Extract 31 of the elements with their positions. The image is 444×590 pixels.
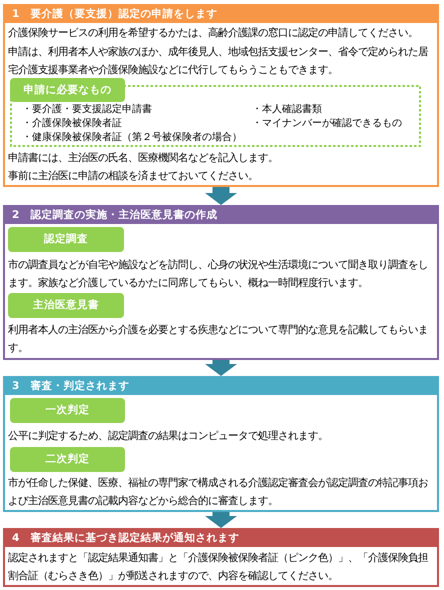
body-text: 市の調査員などが自宅や施設などを訪問し、心身の状況や生活環境について聞き取り調査をします。家族など介護しているかたに同席してもらい、概ね一時間程度行います。 bbox=[8, 258, 429, 291]
body-text: 利用者本人の主治医から介護を必要とする疾患などについて専門的な意見を記載してもらいます。 bbox=[8, 323, 429, 356]
body-text: 申請は、利用者本人や家族のほか、成年後見人、地域包括支援センター、省令で定められた居宅介護支援事業者や介護保険施設などに代行してもらうこともできます。 bbox=[8, 45, 429, 78]
body-text: 介護保険サービスの利用を希望するかたは、高齢介護課の窓口に認定の申請してください。 bbox=[8, 26, 419, 41]
step-panel bbox=[3, 376, 439, 512]
flow-arrow bbox=[205, 512, 237, 528]
list-item: ・本人確認書類 bbox=[252, 103, 322, 117]
list-item: ・マイナンバーが確認できるもの bbox=[252, 117, 402, 131]
body-text: 申請書には、主治医の氏名、医療機関名などを記入します。 bbox=[8, 151, 279, 166]
flow-arrow bbox=[205, 187, 237, 205]
step-panel bbox=[3, 4, 439, 187]
list-item: ・健康保険被保険者証（第２号被保険者の場合） bbox=[22, 131, 242, 145]
step-heading: 2 認定調査の実施・主治医意見書の作成 bbox=[5, 207, 437, 224]
subheading-tab: 一次判定 bbox=[10, 398, 125, 423]
list-item: ・要介護・要支援認定申請書 bbox=[22, 103, 152, 117]
body-text: 認定されますと「認定結果通知書」と「介護保険被保険者証（ピンク色）」、「介護保険負担割合証（むらさき色）」が郵送されますので、内容を確認してください。 bbox=[8, 551, 430, 584]
subheading-tab: 認定調査 bbox=[8, 227, 124, 252]
subheading-tab: 申請に必要なもの bbox=[10, 78, 125, 102]
step-panel bbox=[3, 528, 439, 587]
body-text: 公平に判定するため、認定調査の結果はコンピュータで処理されます。 bbox=[8, 429, 329, 444]
step-heading: 1 要介護（要支援）認定の申請をします bbox=[5, 6, 437, 23]
list-item: ・介護保険被保険者証 bbox=[22, 117, 122, 131]
step-heading: 4 審査結果に基づき認定結果が通知されます bbox=[5, 530, 437, 547]
checklist-box bbox=[10, 78, 421, 147]
flow-arrow bbox=[205, 360, 237, 376]
body-text: 事前に主治医に申請の相談を済ませておいてください。 bbox=[8, 169, 259, 184]
subheading-tab: 主治医意見書 bbox=[8, 293, 124, 318]
subheading-tab: 二次判定 bbox=[10, 447, 125, 472]
step-heading: 3 審査・判定されます bbox=[5, 378, 437, 395]
step-panel bbox=[3, 205, 439, 360]
body-text: 市が任命した保健、医療、福祉の専門家で構成される介護認定審査会が認定調査の特記事項および主治医意見書の記載内容などから総合的に審査します。 bbox=[8, 476, 429, 509]
